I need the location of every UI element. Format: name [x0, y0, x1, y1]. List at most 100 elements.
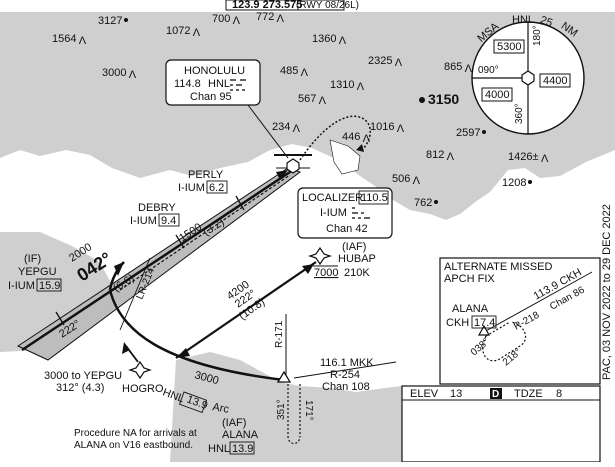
- elevation-label: 567: [298, 93, 316, 105]
- terrain-peak-icon: Λ: [193, 27, 201, 39]
- localizer-freq-box: [358, 190, 389, 205]
- elevation-dot: [124, 18, 128, 22]
- perly-ident: I-IUM: [178, 182, 205, 194]
- pearl-harbor: [329, 139, 361, 175]
- msa-brg-w: 090°: [478, 65, 499, 76]
- hubap-name: HUBAP: [338, 253, 376, 265]
- elevation-label: 1016: [370, 121, 394, 133]
- freq-header-note: (RWY 08/26L): [296, 0, 359, 11]
- terrain-peak-icon: Λ: [129, 69, 137, 81]
- debry-ident: I-IUM: [130, 215, 157, 227]
- terrain-peak-icon: Λ: [357, 81, 365, 93]
- elevation-label: 2325: [368, 55, 392, 67]
- alt-missed-fix-dme: 17.4: [474, 317, 495, 329]
- elevation-dot: [482, 130, 486, 134]
- elevation-label: 2597: [456, 127, 480, 139]
- alt-missed-fix: [477, 324, 491, 336]
- freq-header: 123.9 273.575: [232, 0, 302, 11]
- route-yepgu-crs: 312° (4.3): [56, 382, 104, 394]
- tdze-label: TDZE: [514, 388, 543, 400]
- localizer-ident: I-IUM: [320, 207, 347, 219]
- hold-171: 171°: [303, 400, 314, 421]
- terrain-peak-icon: Λ: [79, 35, 87, 47]
- msa-brg-s: 360°: [514, 103, 525, 124]
- msa-vortac-symbol: [521, 70, 535, 86]
- honolulu-vor-box: [165, 59, 261, 106]
- tdze-value: 8: [556, 388, 562, 400]
- yepgu-dme-box: [36, 278, 62, 292]
- debry-dme-box: [158, 213, 180, 227]
- msa-alt-sw: 4000: [485, 89, 509, 101]
- debry-name: DEBRY: [138, 202, 176, 214]
- elevation-mark: 3127: [98, 15, 128, 27]
- proc-na-line2: ALANA on V16 eastbound.: [74, 440, 193, 451]
- tdze-badge: D: [492, 389, 499, 400]
- hogro-name: HOGRO: [122, 383, 164, 395]
- terrain-peak-icon: Λ: [363, 133, 371, 145]
- perly-dme-box: [206, 180, 228, 194]
- tdze-badge-box: [490, 388, 502, 399]
- elev-value: 13: [450, 388, 462, 400]
- alt-missed-radial: [483, 271, 593, 333]
- vortac-hnl-symbol: [286, 158, 300, 174]
- alt-missed-holding: [482, 321, 527, 362]
- elevation-label: 3150: [428, 91, 459, 107]
- msa-alt-nw: 5300: [497, 41, 521, 53]
- elevation-label: 772: [256, 11, 274, 23]
- elevation-dot: [434, 200, 438, 204]
- freq-header-box: [225, 0, 345, 11]
- alana-dme-box: [229, 441, 255, 455]
- msa-alt-nw-box: [493, 39, 525, 54]
- terrain-peak-icon: Λ: [413, 175, 421, 187]
- honolulu-ident: HNL: [208, 78, 230, 90]
- elev-label: ELEV: [410, 388, 439, 400]
- final-course-arrow: [276, 170, 288, 180]
- honolulu-morse: [230, 79, 246, 91]
- elevation-mark: 1208: [502, 177, 532, 189]
- elevation-label: 1208: [502, 177, 526, 189]
- land-southeast: [170, 352, 402, 462]
- mkk-radial: R-254: [330, 369, 360, 381]
- hogro-arrow: [122, 342, 130, 354]
- alt-missed-fix-ident: CKH: [446, 317, 469, 329]
- arc-word: Arc: [211, 401, 230, 416]
- localizer-morse: [352, 207, 370, 219]
- msa-radius: 25: [539, 14, 555, 29]
- arc-dme-box: [178, 391, 208, 414]
- radial-r254: [293, 361, 397, 379]
- hubap-waypoint-symbol: [308, 246, 332, 266]
- land-southwest: [0, 232, 112, 352]
- yepgu-ident: I-IUM: [8, 280, 35, 292]
- alt-missed-inset: [439, 257, 601, 385]
- localizer-freq: 110.5: [361, 192, 388, 204]
- elevation-label: 1426±: [508, 151, 539, 163]
- yepgu-name: YEPGU: [18, 266, 57, 278]
- alana-fix-triangle: [276, 370, 292, 383]
- terrain-peak-icon: Λ: [465, 63, 473, 75]
- elevation-dot: [419, 97, 425, 103]
- final-approach-inner-line: [119, 174, 291, 291]
- alana-holding: [287, 384, 301, 445]
- elevation-label: 3000: [102, 67, 126, 79]
- elevation-label: 485: [280, 65, 298, 77]
- proc-na-line1: Procedure NA for arrivals at: [74, 428, 197, 439]
- dme-arc-13-9: [108, 289, 285, 382]
- hubap-alt: 7000: [314, 267, 338, 279]
- radial-r171-label: R-171: [274, 320, 285, 348]
- elevation-label: 1072: [166, 25, 190, 37]
- yepgu-role: (IF): [24, 253, 41, 265]
- mkk-chan: Chan 108: [322, 381, 370, 393]
- msa-alt-sw-box: [481, 87, 513, 102]
- elevation-label: 1310: [330, 79, 354, 91]
